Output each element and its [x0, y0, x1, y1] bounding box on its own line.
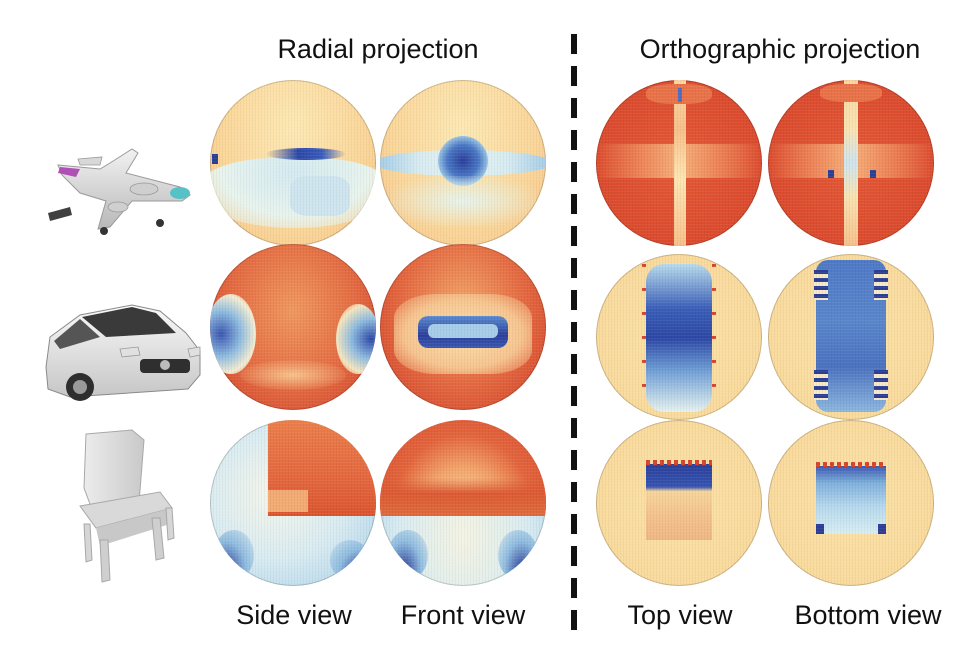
chair-ortho-top-disc — [596, 420, 762, 586]
radial-projection-heading: Radial projection — [277, 34, 479, 64]
airplane-ortho-top-disc — [596, 80, 762, 246]
airplane-radial-side-disc — [210, 80, 376, 246]
chair-radial-front-disc — [380, 420, 546, 586]
airplane-radial-front-disc — [380, 80, 546, 246]
car-ortho-bottom-disc — [768, 254, 934, 420]
side-view-caption: Side view — [236, 600, 352, 630]
chair-radial-side-disc — [210, 420, 376, 586]
airplane-model-thumbnail — [48, 148, 191, 235]
top-view-caption: Top view — [627, 600, 733, 630]
car-model-thumbnail — [45, 304, 201, 401]
car-ortho-top-disc — [596, 254, 762, 420]
airplane-ortho-bottom-disc — [768, 80, 934, 246]
car-radial-side-disc — [210, 244, 376, 410]
car-radial-front-disc — [380, 244, 546, 410]
chair-ortho-bottom-disc — [768, 420, 934, 586]
front-view-caption: Front view — [400, 600, 526, 630]
bottom-view-caption: Bottom view — [794, 600, 942, 630]
orthographic-projection-heading: Orthographic projection — [639, 34, 921, 64]
chair-model-thumbnail — [79, 429, 175, 583]
dashed-divider — [571, 34, 577, 640]
